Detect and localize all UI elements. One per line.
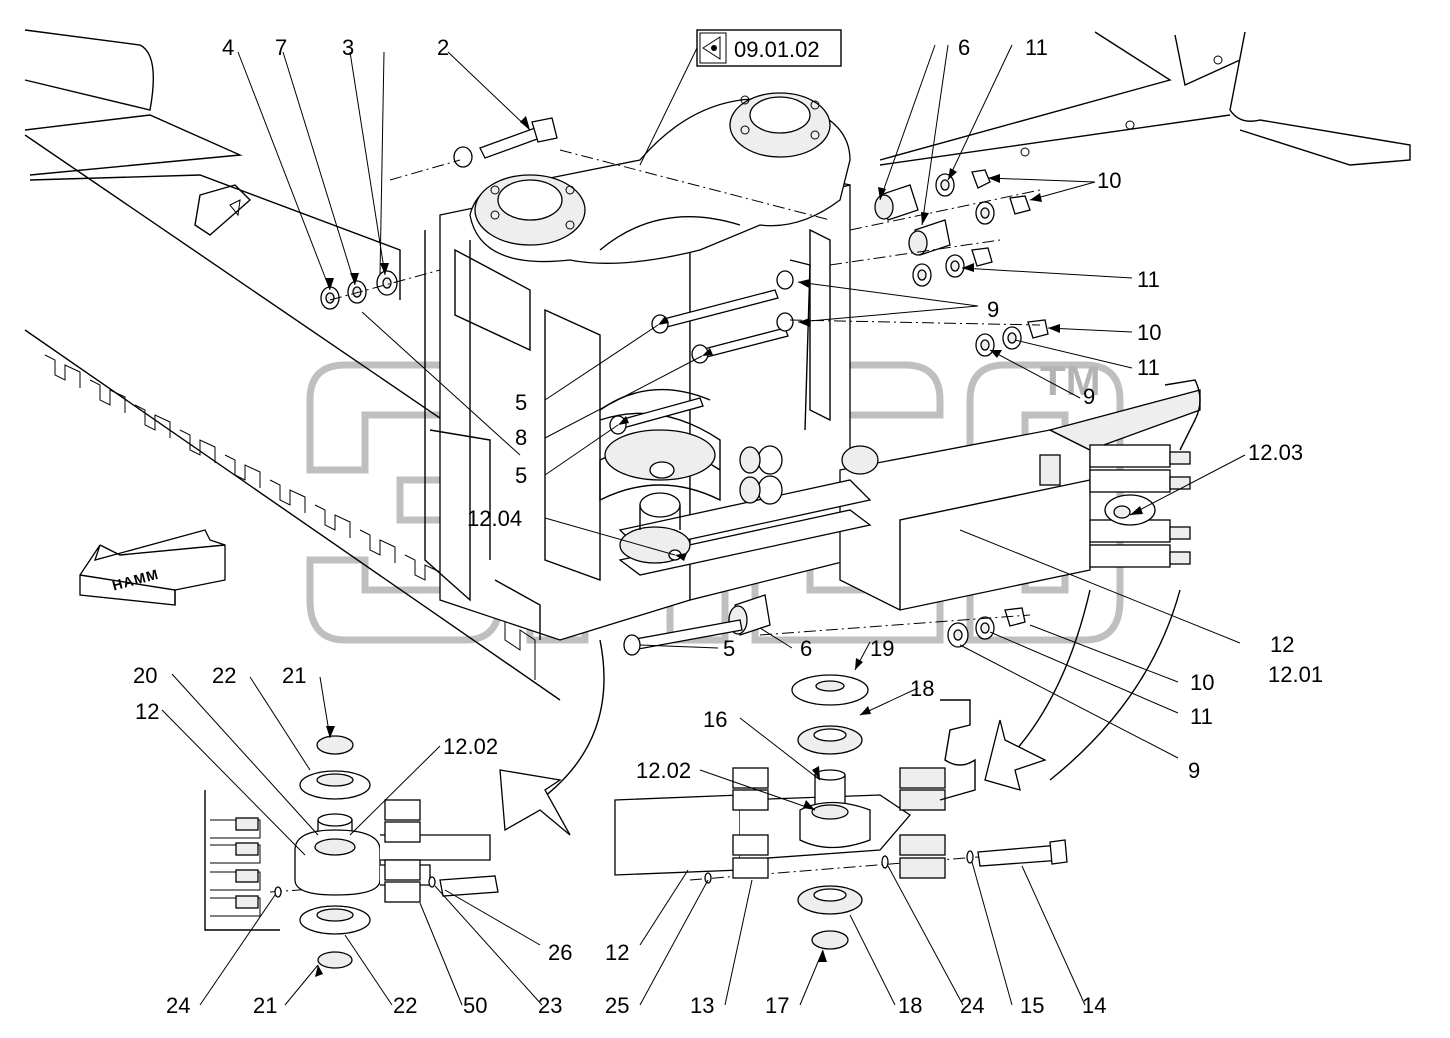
callout-12-02: 12.02 xyxy=(636,758,691,783)
callout-12-02: 12.02 xyxy=(443,734,498,759)
callout-3: 3 xyxy=(342,35,354,60)
callout-26: 26 xyxy=(548,940,572,965)
rocker-arm-assembly xyxy=(469,92,851,264)
view-reference-icon xyxy=(702,36,721,60)
callout-9: 9 xyxy=(987,297,999,322)
leader-lines xyxy=(161,44,1246,1006)
callout-6: 6 xyxy=(958,35,970,60)
callout-22: 22 xyxy=(393,993,417,1018)
callout-14: 14 xyxy=(1082,993,1106,1018)
callout-7: 7 xyxy=(275,35,287,60)
callout-24: 24 xyxy=(960,993,984,1018)
callout-16: 16 xyxy=(703,707,727,732)
callout-4: 4 xyxy=(222,35,234,60)
callout-11: 11 xyxy=(1137,355,1160,380)
callout-5: 5 xyxy=(723,636,735,661)
leader-arrowheads xyxy=(315,116,1143,977)
hamm-direction-arrow: HAMM xyxy=(79,529,226,606)
callout-12-04: 12.04 xyxy=(467,506,522,531)
callout-5: 5 xyxy=(515,390,527,415)
bolts-5-8 xyxy=(609,270,794,656)
bushings xyxy=(728,184,951,636)
callout-24: 24 xyxy=(166,993,190,1018)
callout-labels: 4 7 3 2 6 11 10 11 9 10 11 9 12.03 5 8 5… xyxy=(133,35,1323,1018)
callout-50: 50 xyxy=(463,993,487,1018)
callout-12-03: 12.03 xyxy=(1248,440,1303,465)
washers-nuts-right xyxy=(912,169,1049,648)
callout-15: 15 xyxy=(1020,993,1044,1018)
callout-10: 10 xyxy=(1137,320,1161,345)
callout-18: 18 xyxy=(910,676,934,701)
watermark-tm: TM xyxy=(1040,357,1101,404)
callout-11: 11 xyxy=(1025,35,1048,60)
callout-25: 25 xyxy=(605,993,629,1018)
callout-12: 12 xyxy=(135,699,159,724)
callout-23: 23 xyxy=(538,993,562,1018)
callout-9: 9 xyxy=(1188,758,1200,783)
pivot-block xyxy=(839,379,1201,611)
callout-20: 20 xyxy=(133,663,157,688)
callout-21: 21 xyxy=(253,993,277,1018)
callout-9: 9 xyxy=(1083,384,1095,409)
callout-11: 11 xyxy=(1190,704,1213,729)
reference-label: 09.01.02 xyxy=(734,37,820,62)
clamp-blocks-upper-right xyxy=(1089,444,1191,568)
callout-6: 6 xyxy=(800,636,812,661)
callout-10: 10 xyxy=(1190,670,1214,695)
callout-2: 2 xyxy=(437,35,449,60)
callout-12: 12 xyxy=(605,940,629,965)
callout-5: 5 xyxy=(515,463,527,488)
callout-19: 19 xyxy=(870,636,894,661)
callout-18: 18 xyxy=(898,993,922,1018)
callout-13: 13 xyxy=(690,993,714,1018)
detail-view-left xyxy=(204,735,499,969)
frame-right xyxy=(879,31,1411,166)
callout-17: 17 xyxy=(765,993,789,1018)
washers-nuts-left xyxy=(320,117,558,310)
callout-10: 10 xyxy=(1097,168,1121,193)
callout-12-01: 12.01 xyxy=(1268,662,1323,687)
callout-22: 22 xyxy=(212,663,236,688)
callout-21: 21 xyxy=(282,663,306,688)
callout-12: 12 xyxy=(1270,632,1294,657)
callout-11: 11 xyxy=(1137,267,1160,292)
callout-8: 8 xyxy=(515,425,527,450)
reference-box[interactable]: 09.01.02 xyxy=(639,29,842,166)
detail-curved-arrows xyxy=(499,589,1181,836)
detail-view-right xyxy=(614,674,1068,950)
